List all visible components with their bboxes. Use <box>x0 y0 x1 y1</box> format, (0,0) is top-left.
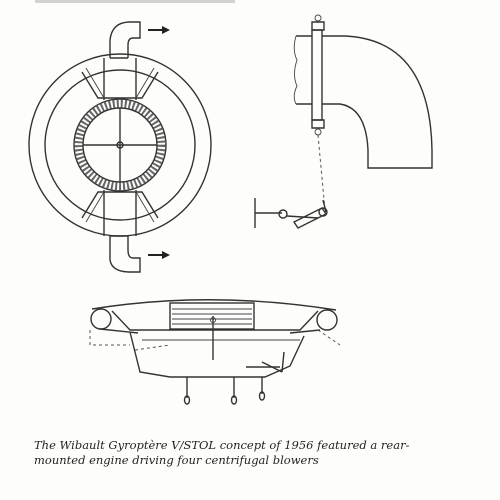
landing-gear <box>183 377 266 405</box>
control-linkage <box>254 198 328 229</box>
flange-plate <box>311 29 323 121</box>
fuselage-side-view <box>89 299 341 405</box>
right-blower <box>316 309 338 331</box>
rotor-hub <box>116 141 124 149</box>
figure-caption: The Wibault Gyroptère V/STOL concept of … <box>34 438 474 468</box>
airflow-arrow-bottom <box>148 251 170 259</box>
elbow-duct-side-view <box>254 14 433 229</box>
caption-line-1: The Wibault Gyroptère V/STOL concept of … <box>34 438 410 452</box>
cropped-header-fragment <box>35 0 235 3</box>
caption-line-2: mounted engine driving four centrifugal … <box>34 453 319 467</box>
rotor-texture-ring <box>74 99 166 191</box>
engine-grille <box>169 302 255 330</box>
left-blower <box>90 308 112 330</box>
technical-drawing <box>28 0 433 405</box>
rotor-outer <box>73 98 167 192</box>
blower-plan-view <box>28 21 212 273</box>
airflow-arrow-top <box>148 26 170 34</box>
inner-ring <box>44 69 196 221</box>
